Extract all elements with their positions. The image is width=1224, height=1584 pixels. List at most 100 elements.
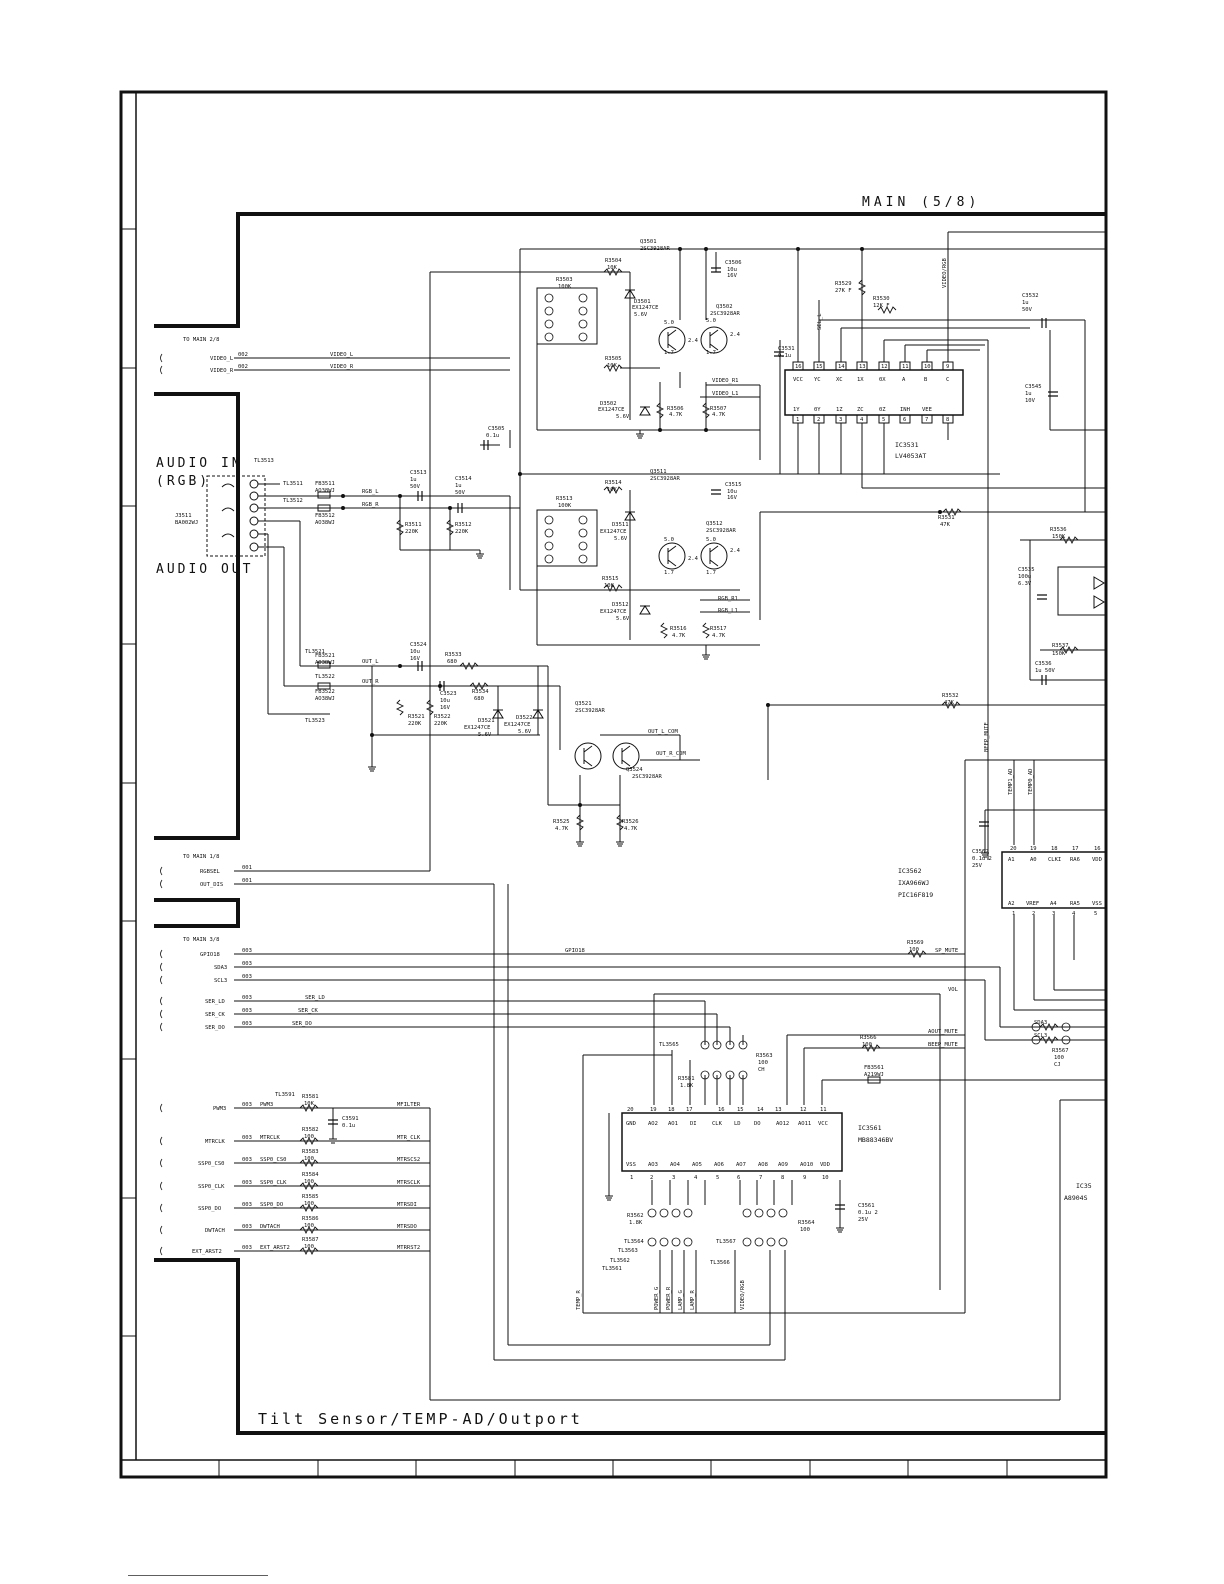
svg-text:VCC: VCC xyxy=(793,377,803,383)
resistor-networks xyxy=(544,293,1071,1247)
signal-net: VIDEO_L xyxy=(330,352,354,358)
svg-text:1.7: 1.7 xyxy=(706,350,716,356)
svg-text:R3532: R3532 xyxy=(942,693,959,699)
svg-text:FB3512: FB3512 xyxy=(315,513,335,519)
svg-text:R3582: R3582 xyxy=(302,1127,319,1133)
svg-text:AO8: AO8 xyxy=(758,1162,768,1168)
svg-text:TL3564: TL3564 xyxy=(624,1239,645,1245)
svg-text:14: 14 xyxy=(838,364,845,370)
svg-text:1u: 1u xyxy=(1022,300,1029,306)
svg-text:16V: 16V xyxy=(727,495,738,501)
svg-text:9: 9 xyxy=(803,1175,806,1181)
svg-text:AO1: AO1 xyxy=(668,1121,678,1127)
svg-text:DI: DI xyxy=(690,1121,697,1127)
svg-text:Q3512: Q3512 xyxy=(706,521,723,527)
net-label-vertical: TEMP_R xyxy=(576,1289,582,1310)
signal-name: SER_LD xyxy=(205,999,225,1005)
svg-text:100: 100 xyxy=(758,1060,768,1066)
svg-text:100: 100 xyxy=(862,1042,872,1048)
signal-ref: 001 xyxy=(242,865,252,871)
svg-text:100: 100 xyxy=(909,947,919,953)
svg-text:R3507: R3507 xyxy=(710,406,727,412)
svg-text:0.1u 2: 0.1u 2 xyxy=(858,1210,878,1216)
svg-text:A219WJ: A219WJ xyxy=(864,1072,884,1078)
svg-text:4: 4 xyxy=(694,1175,698,1181)
svg-text:7: 7 xyxy=(925,417,928,423)
signal-ref: 003 xyxy=(242,974,252,980)
svg-text:1: 1 xyxy=(630,1175,633,1181)
svg-text:10K: 10K xyxy=(304,1101,315,1107)
svg-text:AO9: AO9 xyxy=(778,1162,788,1168)
svg-text:D3502: D3502 xyxy=(600,401,617,407)
svg-text:5.6V: 5.6V xyxy=(478,732,492,738)
svg-text:100: 100 xyxy=(304,1179,314,1185)
svg-text:R3505: R3505 xyxy=(605,356,622,362)
signal-ref: 003 xyxy=(242,1135,252,1141)
svg-text:13: 13 xyxy=(859,364,866,370)
svg-text:0.1u: 0.1u xyxy=(342,1123,355,1129)
signal-ref: 003 xyxy=(242,1245,252,1251)
svg-text:C3506: C3506 xyxy=(725,260,742,266)
signal-net: SSP0_DO xyxy=(260,1202,283,1208)
svg-text:A: A xyxy=(902,377,906,383)
svg-text:AO10: AO10 xyxy=(800,1162,813,1168)
svg-text:DO: DO xyxy=(754,1121,761,1127)
svg-text:D3512: D3512 xyxy=(612,602,629,608)
svg-text:5: 5 xyxy=(716,1175,719,1181)
svg-text:5.6V: 5.6V xyxy=(616,414,630,420)
svg-text:1.7: 1.7 xyxy=(706,570,716,576)
ic3531-body xyxy=(784,369,964,416)
svg-text:J3511: J3511 xyxy=(175,513,192,519)
svg-text:14: 14 xyxy=(757,1107,764,1113)
svg-text:R3536: R3536 xyxy=(1050,527,1067,533)
net-label: MTRSDI xyxy=(397,1202,417,1208)
signal-net: SER_LD xyxy=(305,995,325,1001)
svg-text:1u: 1u xyxy=(1025,391,1032,397)
ic3562-part: IXA966WJ xyxy=(898,879,929,887)
net-label: VIDEO_R1 xyxy=(712,378,739,384)
svg-text:D3521: D3521 xyxy=(478,718,495,724)
sheet-title: MAIN (5/8) xyxy=(862,195,980,210)
svg-text:R3506: R3506 xyxy=(667,406,684,412)
ic3561-ref: IC3561 xyxy=(858,1124,882,1132)
svg-text:1.8K: 1.8K xyxy=(629,1220,643,1226)
svg-text:C3591: C3591 xyxy=(342,1116,359,1122)
svg-text:6: 6 xyxy=(737,1175,740,1181)
svg-text:220K: 220K xyxy=(405,529,419,535)
svg-text:5: 5 xyxy=(882,417,885,423)
signal-net: PWM3 xyxy=(260,1102,273,1108)
svg-text:RA6: RA6 xyxy=(1070,857,1080,863)
svg-text:16: 16 xyxy=(718,1107,725,1113)
svg-text:EX1247CE: EX1247CE xyxy=(600,529,627,535)
svg-text:R3517: R3517 xyxy=(710,626,727,632)
svg-text:AO38WJ: AO38WJ xyxy=(315,520,335,526)
svg-text:LD: LD xyxy=(734,1121,741,1127)
net-label: MTR_CLK xyxy=(397,1135,421,1141)
signal-ref: 003 xyxy=(242,961,252,967)
signal-name: MTRCLK xyxy=(205,1139,226,1145)
svg-text:AO4: AO4 xyxy=(670,1162,681,1168)
signal-net: GPIO18 xyxy=(565,948,585,954)
svg-text:100K: 100K xyxy=(558,284,572,290)
net-label: OUT_L xyxy=(362,659,379,665)
left-connector-lines xyxy=(234,357,1000,1252)
net-label-vertical: SEL_L xyxy=(817,313,823,330)
svg-text:C3536: C3536 xyxy=(1035,661,1052,667)
svg-text:3: 3 xyxy=(839,417,842,423)
net-label: SP_MUTE xyxy=(935,948,958,954)
svg-text:7: 7 xyxy=(759,1175,762,1181)
svg-text:R3562: R3562 xyxy=(627,1213,644,1219)
net-label-vertical: POWER_G xyxy=(654,1287,660,1310)
svg-text:EX1247CE: EX1247CE xyxy=(598,407,625,413)
footer-link-line xyxy=(128,1575,268,1576)
signal-name: SSP0_CS0 xyxy=(198,1161,225,1167)
connector-label: TO MAIN 3/8 xyxy=(183,937,219,943)
net-label: MFILTER xyxy=(397,1102,421,1108)
svg-text:AO11: AO11 xyxy=(798,1121,811,1127)
svg-text:R3533: R3533 xyxy=(445,652,462,658)
net-label: MTRSCS2 xyxy=(397,1157,420,1163)
net-label: RGB_L1 xyxy=(718,608,738,614)
svg-text:100: 100 xyxy=(1054,1055,1064,1061)
svg-text:TL3511: TL3511 xyxy=(283,481,303,487)
